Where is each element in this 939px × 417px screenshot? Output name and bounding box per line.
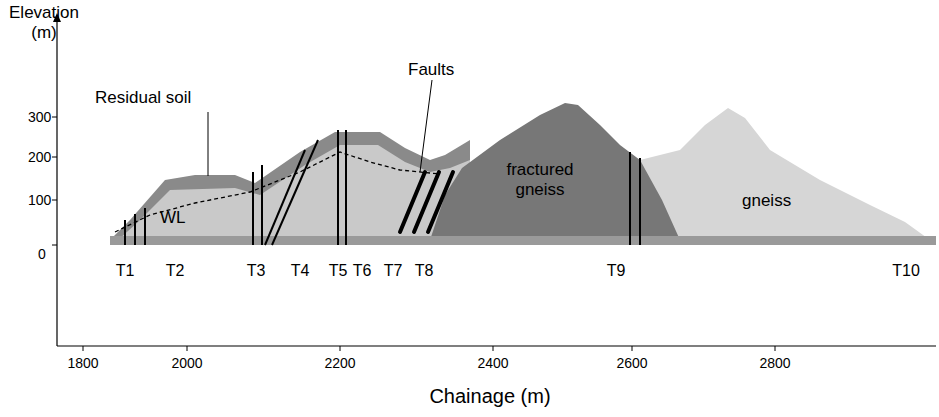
tick-label: 100 [28, 192, 51, 208]
tunnel-label: T3 [247, 262, 266, 280]
leader-line [208, 112, 209, 176]
tunnel-label: T4 [291, 262, 310, 280]
water-level-line [115, 152, 440, 232]
tick-label: 2000 [171, 355, 202, 371]
tunnel-label: T1 [116, 262, 135, 280]
region-label: fractured gneiss [495, 160, 585, 199]
tick-label: 300 [28, 109, 51, 125]
gneiss-body [630, 108, 930, 240]
tick-label: 200 [28, 149, 51, 165]
leader-line [420, 80, 432, 172]
tick-label: 2400 [477, 355, 508, 371]
tick-label: 2800 [759, 355, 790, 371]
axis-title: Chainage (m) [429, 385, 550, 408]
fractured-gneiss-body [430, 103, 680, 240]
region-label: Residual soil [95, 88, 191, 108]
axis-title: Elevation (m) [8, 3, 80, 42]
region-label: Faults [408, 60, 454, 80]
y-axis [56, 22, 57, 346]
tunnel-label: T10 [892, 262, 920, 280]
tunnel-label: T5 [329, 262, 348, 280]
tick-label: 2600 [616, 355, 647, 371]
x-axis [57, 345, 936, 346]
tunnel-label: T6 [353, 262, 372, 280]
tick-label: 2200 [324, 355, 355, 371]
section-lines [125, 130, 640, 245]
region-label: WL [160, 208, 186, 228]
tick-label: 0 [38, 246, 46, 262]
tunnel-label: T2 [166, 262, 185, 280]
axis-ticks [52, 117, 775, 351]
region-label: gneiss [742, 191, 791, 211]
tunnel-label: T8 [415, 262, 434, 280]
tick-label: 1800 [67, 355, 98, 371]
tunnel-label: T9 [607, 262, 626, 280]
tunnel-base-band [110, 236, 936, 245]
tunnel-label: T7 [384, 262, 403, 280]
fault-lines [400, 172, 453, 232]
